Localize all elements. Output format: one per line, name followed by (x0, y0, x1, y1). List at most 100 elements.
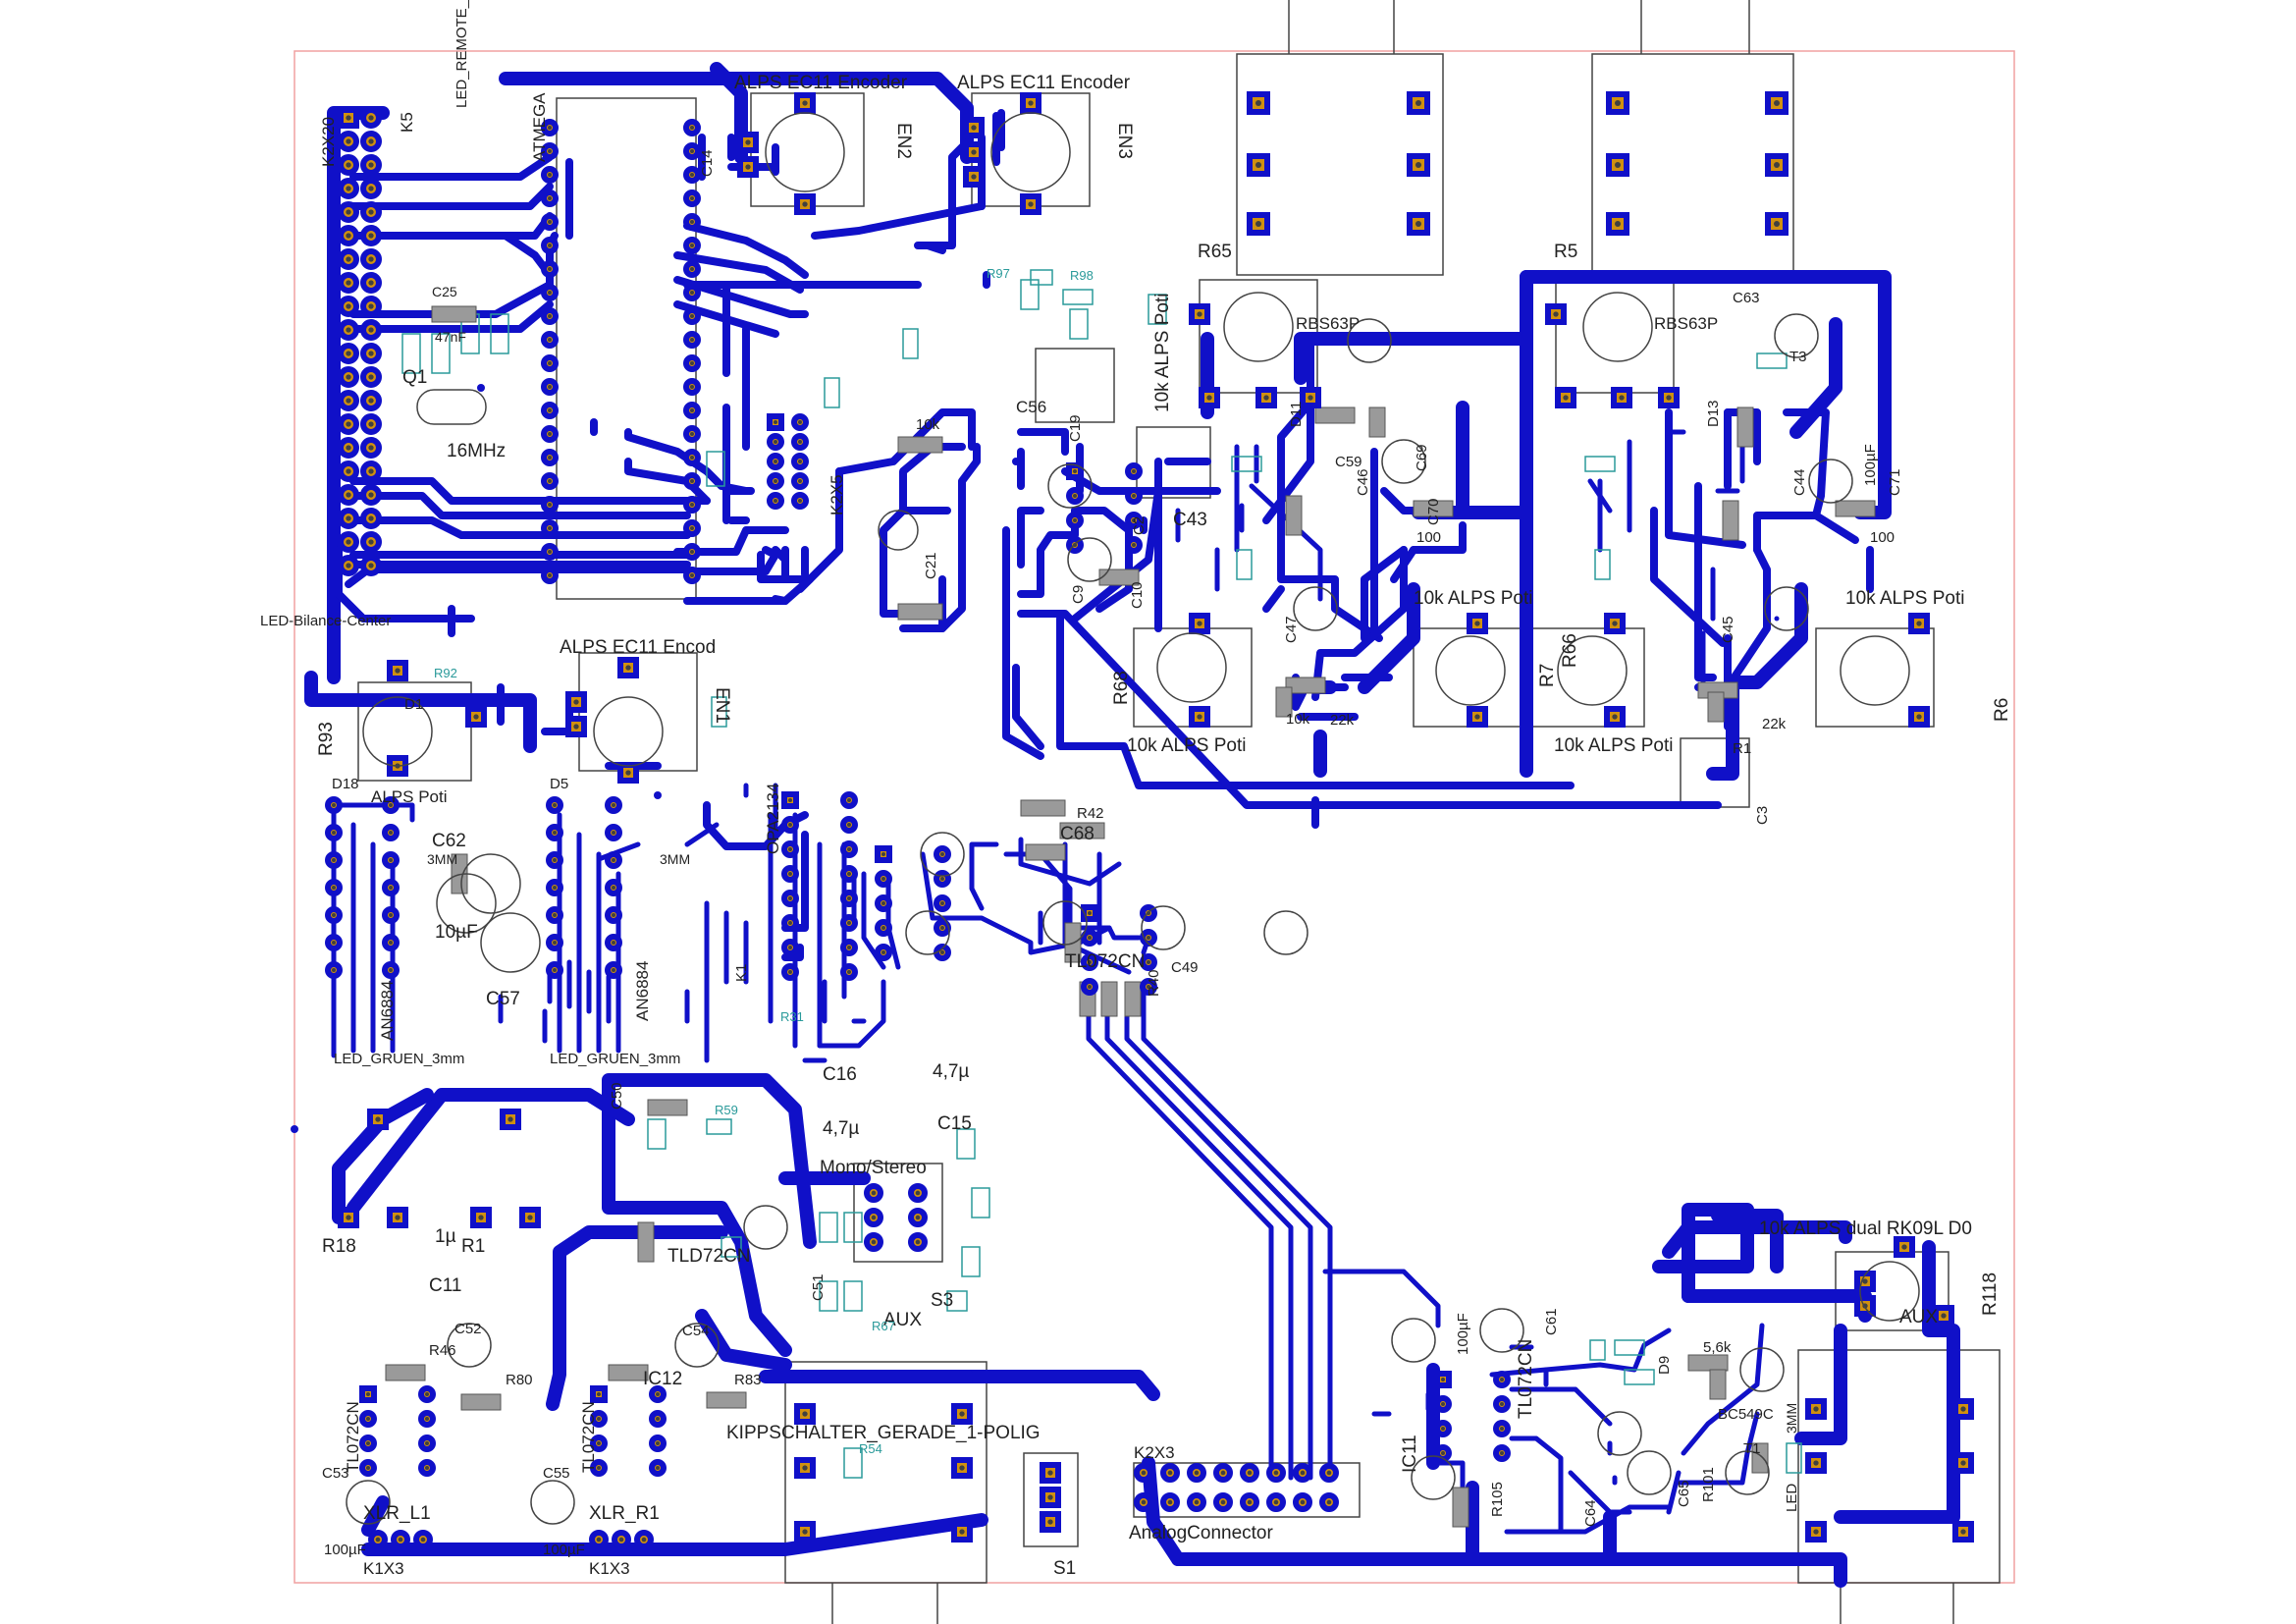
label-rbs63p-1: RBS63P (1296, 314, 1360, 333)
pad-drill (625, 770, 631, 776)
label-t1: T1 (1743, 1440, 1761, 1457)
pad-drill (548, 456, 552, 460)
pad-drill (871, 1190, 877, 1196)
pad-drill (346, 492, 351, 498)
pad-drill (346, 303, 351, 309)
pad-drill (847, 847, 851, 851)
label-c100uf: 100µF (1862, 444, 1879, 486)
pad-drill (690, 267, 694, 271)
pad-drill (425, 1466, 429, 1470)
label-tl072-2: TL072CN (344, 1401, 362, 1473)
pad-drill (1441, 1451, 1445, 1455)
label-r118: R118 (1980, 1272, 2001, 1316)
pad-drill (395, 668, 400, 674)
label-alps-ec11-2: ALPS EC11 Encoder (957, 73, 1131, 93)
pad-drill (1273, 1499, 1279, 1505)
label-c71: C71 (1887, 468, 1903, 496)
label-c53: C53 (322, 1465, 349, 1482)
pad-drill (1326, 1470, 1332, 1476)
pad-drill (1415, 100, 1421, 106)
pad-drill (1073, 469, 1077, 473)
pad-drill (368, 351, 374, 356)
pad-drill (788, 847, 792, 851)
pad-drill (1553, 311, 1559, 317)
pad-drill (597, 1392, 601, 1396)
pad-drill (527, 1215, 533, 1220)
label-c16: C16 (823, 1064, 857, 1085)
pad-drill (690, 432, 694, 436)
pad-drill (1813, 1529, 1819, 1535)
label-r93: R93 (316, 722, 337, 756)
pad-drill (1220, 1499, 1226, 1505)
pad-drill (802, 1465, 808, 1471)
pad-drill (596, 1537, 602, 1543)
pad-drill (881, 926, 885, 930)
pad-drill (425, 1392, 429, 1396)
pad-drill (656, 1466, 660, 1470)
pad-drill (690, 526, 694, 530)
pad-drill (1774, 100, 1780, 106)
label-k2x3: K2X3 (1134, 1443, 1175, 1462)
label-alps-poti-r7: 10k ALPS Poti (1414, 588, 1532, 609)
label-c15: C15 (937, 1113, 972, 1134)
pad-drill (798, 479, 802, 483)
label-c70: C70 (1425, 498, 1442, 525)
pad-drill (548, 149, 552, 153)
pad-drill (478, 1215, 484, 1220)
pad-drill (1047, 1494, 1053, 1500)
pad-drill (690, 173, 694, 177)
pad-drill (548, 196, 552, 200)
pad-drill (1612, 621, 1618, 626)
pad-drill (368, 515, 374, 521)
pad-drill (1813, 1406, 1819, 1412)
pad-drill (847, 872, 851, 876)
pad-drill (1132, 518, 1136, 522)
label-c44: C44 (1791, 468, 1808, 496)
pad-drill (690, 244, 694, 247)
label-c19: C19 (1067, 414, 1084, 442)
label-alps-poti-r68: 10k ALPS Poti (1127, 735, 1246, 756)
label-c15v: 4,7µ (933, 1061, 969, 1082)
label-bc549c-r: BC549C (1718, 1406, 1774, 1423)
pad-drill (641, 1537, 647, 1543)
pad-drill (847, 823, 851, 827)
pad-drill (798, 440, 802, 444)
pad-drill (375, 1116, 381, 1122)
pad-drill (612, 968, 615, 972)
pad-drill (881, 852, 885, 856)
pad-drill (788, 823, 792, 827)
label-c25v: 47nF (435, 329, 466, 345)
pad-drill (548, 361, 552, 365)
pad-drill (745, 139, 751, 145)
label-r92: R92 (434, 666, 457, 680)
pad-drill (346, 563, 351, 568)
label-r97: R97 (987, 266, 1010, 281)
label-d18: D18 (332, 776, 359, 792)
pad-drill (368, 468, 374, 474)
label-s1: S1 (1053, 1558, 1076, 1579)
pad-drill (690, 220, 694, 224)
label-r18: R18 (322, 1236, 356, 1257)
pad-drill (1197, 311, 1202, 317)
label-c11: C11 (429, 1275, 461, 1296)
traces-thin (329, 429, 1780, 1535)
label-c46: C46 (1355, 468, 1371, 496)
pad-drill (332, 858, 336, 862)
label-r6: R6 (1992, 698, 2012, 722)
label-led-gruen-1: LED_GRUEN_3mm (334, 1051, 464, 1067)
pad-drill (332, 803, 336, 807)
label-c57: C57 (486, 989, 520, 1009)
label-c45: C45 (1720, 616, 1736, 643)
silkscreen-markers (401, 269, 1802, 1479)
pad-drill (915, 1215, 921, 1220)
label-r101: R101 (1700, 1467, 1717, 1502)
label-r100b: 100 (1870, 529, 1895, 546)
pad-drill (395, 1215, 400, 1220)
label-tl072-mid: TL072CN (1065, 951, 1145, 972)
pad-drill (656, 1392, 660, 1396)
label-c68: C68 (1060, 824, 1095, 844)
label-en1: EN1 (712, 687, 732, 724)
label-r80: R80 (506, 1372, 533, 1388)
pad-drill (368, 421, 374, 427)
pad-drill (346, 162, 351, 168)
